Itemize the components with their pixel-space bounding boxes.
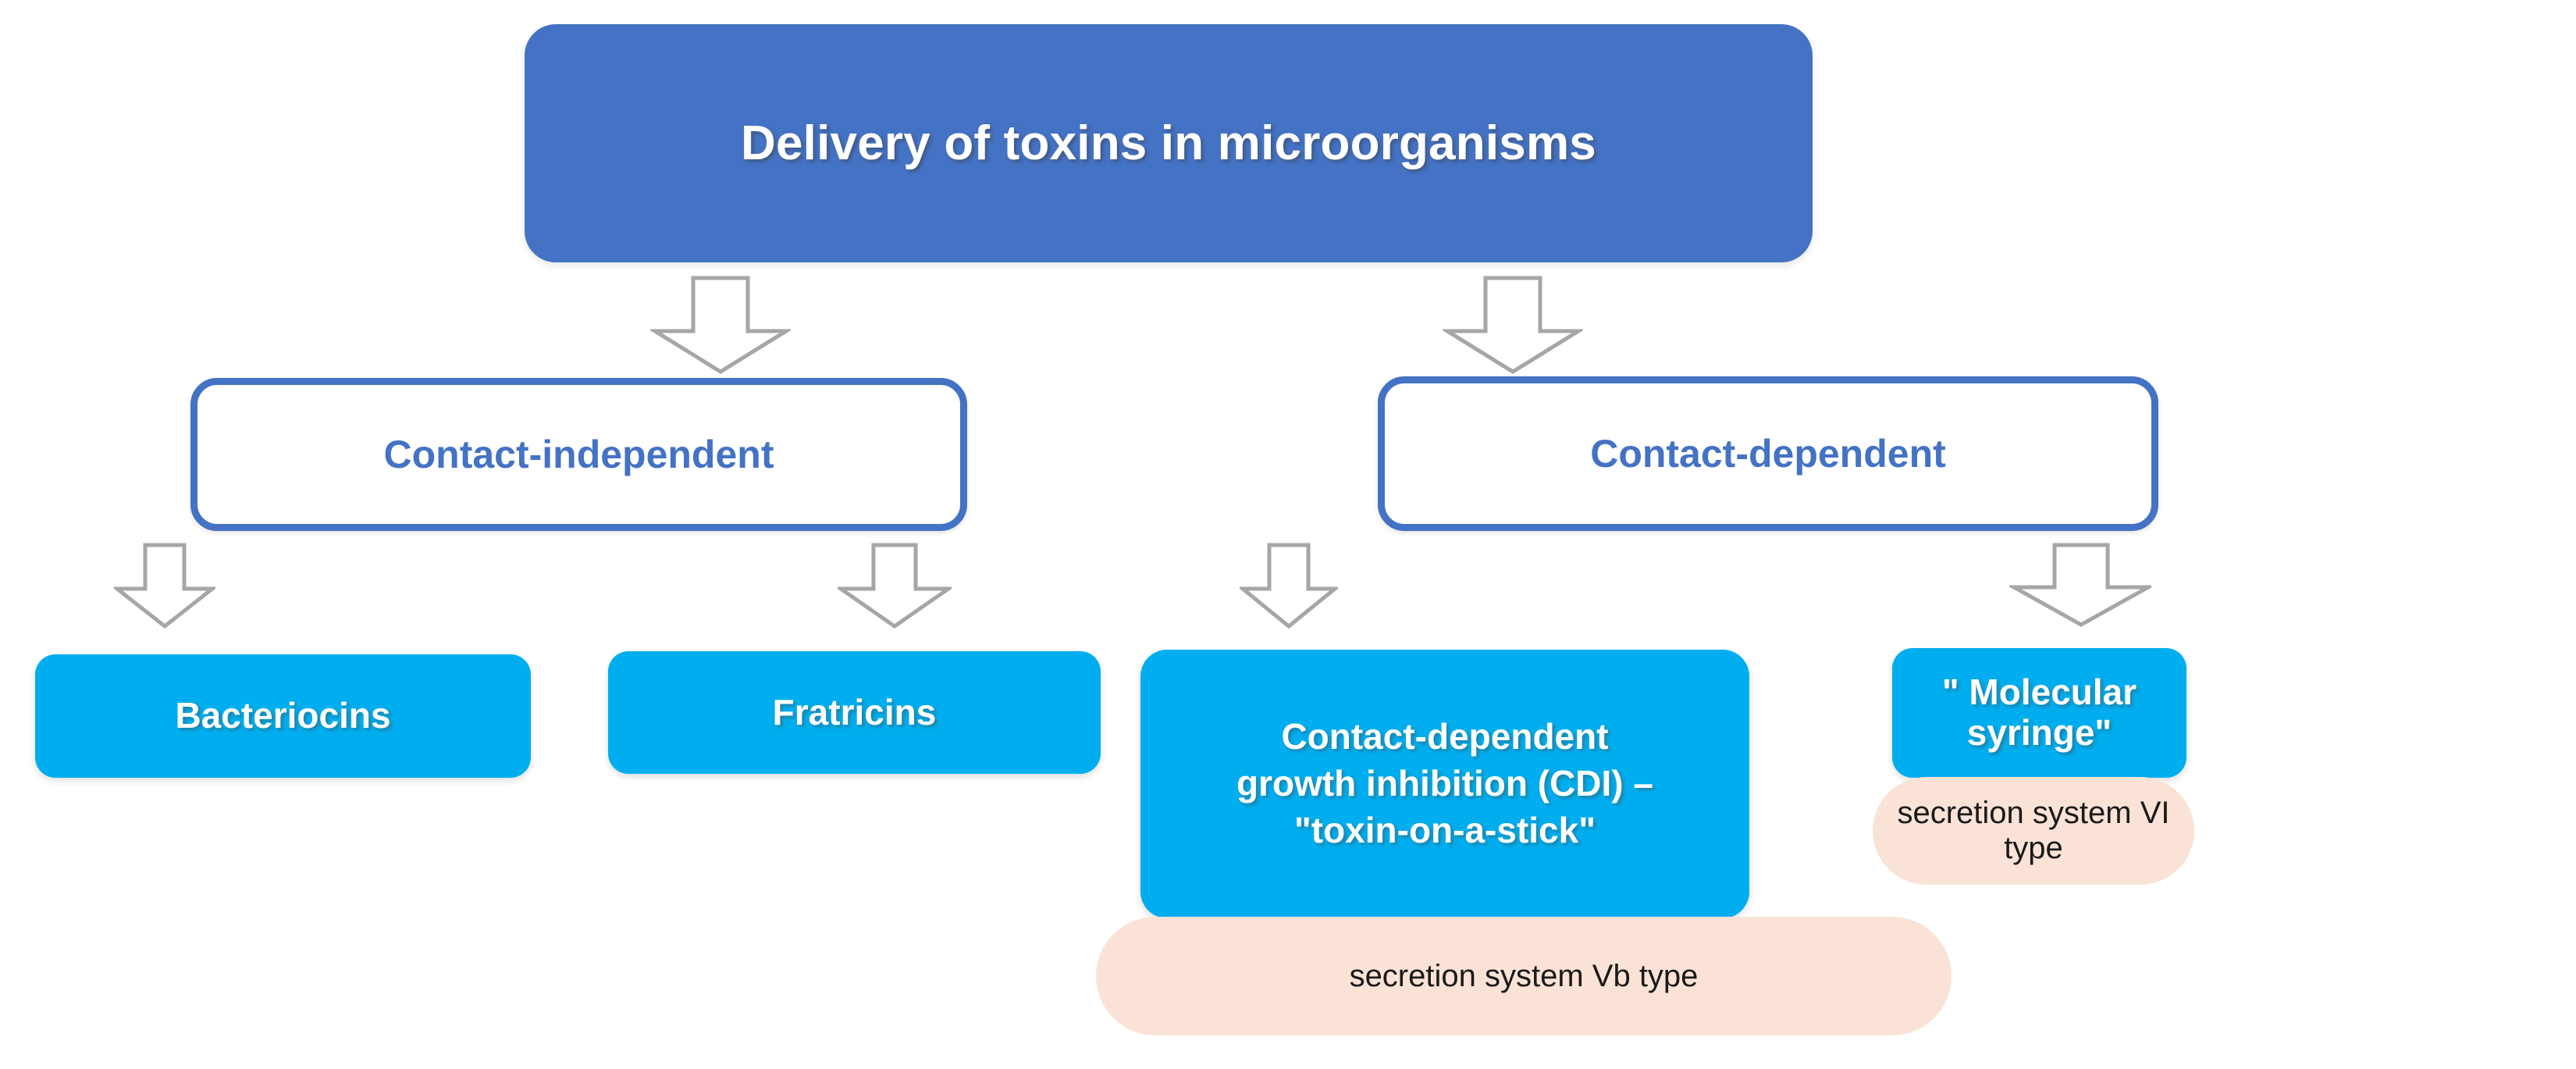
node-fratricins-label: Fratricins bbox=[772, 691, 937, 732]
annotation-secretion-system-vb: secretion system Vb type bbox=[1096, 917, 1952, 1035]
node-contact-independent-label: Contact-independent bbox=[383, 433, 774, 476]
node-molecular-syringe: " Molecular syringe" bbox=[1892, 648, 2186, 778]
node-contact-independent: Contact-independent bbox=[190, 378, 967, 531]
node-bacteriocins: Bacteriocins bbox=[35, 654, 531, 778]
node-cdi-label: Contact-dependent growth inhibition (CDI… bbox=[1236, 714, 1653, 853]
arrow-title-to-contact-dependent-icon bbox=[1443, 275, 1583, 375]
node-cdi-label-line1: Contact-dependent bbox=[1281, 716, 1609, 757]
annotation-secretion-system-vi-label: secretion system VI type bbox=[1897, 796, 2170, 865]
node-root-title: Delivery of toxins in microorganisms bbox=[525, 24, 1813, 262]
node-contact-dependent-label: Contact-dependent bbox=[1590, 432, 1946, 476]
node-cdi: Contact-dependent growth inhibition (CDI… bbox=[1140, 650, 1749, 918]
annotation-secretion-system-vi: secretion system VI type bbox=[1873, 777, 2194, 885]
arrow-dependent-to-syringe-icon bbox=[2009, 542, 2151, 628]
arrow-independent-to-fratricins-icon bbox=[838, 542, 952, 629]
arrow-dependent-to-cdi-icon bbox=[1240, 542, 1338, 629]
arrow-independent-to-bacteriocins-icon bbox=[114, 542, 215, 629]
node-fratricins: Fratricins bbox=[608, 651, 1101, 774]
node-cdi-label-line3: "toxin-on-a-stick" bbox=[1293, 809, 1596, 850]
node-cdi-label-line2: growth inhibition (CDI) – bbox=[1236, 763, 1653, 804]
node-bacteriocins-label: Bacteriocins bbox=[175, 695, 391, 736]
node-contact-dependent: Contact-dependent bbox=[1378, 376, 2158, 531]
arrow-title-to-contact-independent-icon bbox=[650, 275, 791, 375]
node-root-title-label: Delivery of toxins in microorganisms bbox=[741, 116, 1596, 170]
annotation-secretion-system-vb-label: secretion system Vb type bbox=[1349, 958, 1699, 993]
node-molecular-syringe-label: " Molecular syringe" bbox=[1941, 672, 2137, 753]
